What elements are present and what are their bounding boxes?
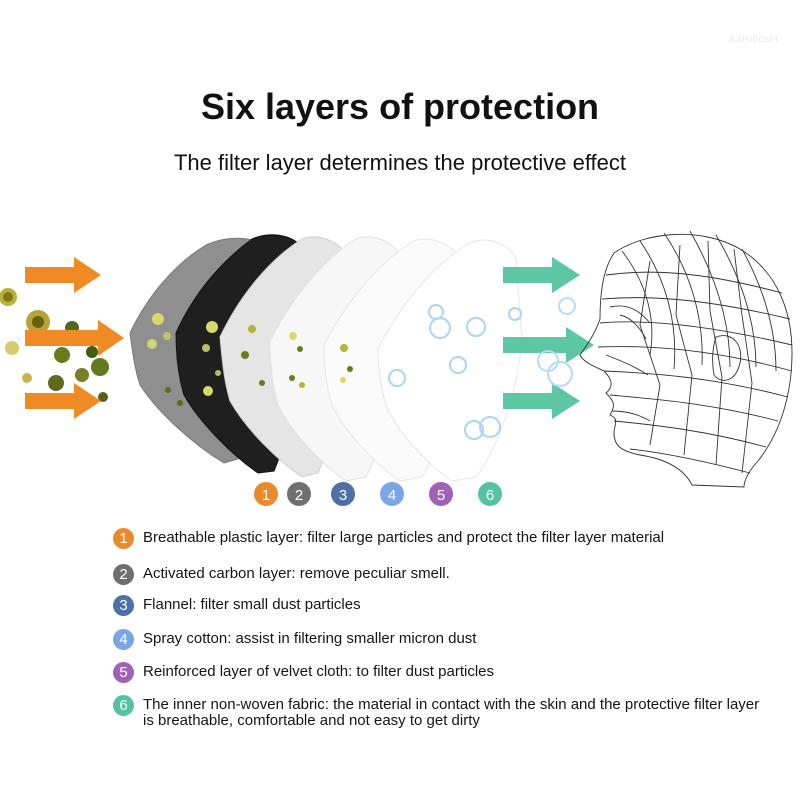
legend-text-3: Flannel: filter small dust particles: [143, 596, 361, 613]
layer-number-badges: 1 2 3 4 5 6: [254, 482, 502, 506]
legend-number-2: 2: [113, 564, 134, 585]
layer-badge-2: 2: [295, 487, 303, 504]
layer-6-shape: [377, 239, 523, 482]
filter-layers-diagram: 1 2 3 4 5 6: [0, 230, 793, 506]
pollutant-particles: [0, 288, 109, 402]
clean-air-bubbles: [537, 297, 576, 387]
page-subtitle: The filter layer determines the protecti…: [173, 150, 627, 175]
wireframe-head: [579, 230, 793, 488]
legend-text-2: Activated carbon layer: remove peculiar …: [143, 565, 450, 582]
legend-number-1: 1: [113, 528, 134, 549]
legend-number-4: 4: [113, 629, 134, 650]
watermark: Kaisiboshi: [729, 34, 778, 45]
layer-badge-6: 6: [486, 487, 494, 504]
incoming-air-arrows: [25, 257, 124, 419]
legend-number-5: 5: [113, 662, 134, 683]
outgoing-clean-air-arrows: [503, 257, 594, 419]
layer-badge-4: 4: [388, 487, 396, 504]
legend-text-5: Reinforced layer of velvet cloth: to fil…: [143, 663, 494, 680]
legend-text-6: The inner non-woven fabric: the material…: [143, 696, 760, 729]
layer-badge-3: 3: [339, 487, 347, 504]
legend-text-1: Breathable plastic layer: filter large p…: [143, 529, 665, 546]
layer-badge-1: 1: [262, 487, 270, 504]
legend-number-6: 6: [113, 695, 134, 716]
layer-badge-5: 5: [437, 487, 445, 504]
page-title: Six layers of protection: [200, 86, 600, 127]
legend-text-4: Spray cotton: assist in filtering smalle…: [143, 630, 477, 647]
legend-number-3: 3: [113, 595, 134, 616]
